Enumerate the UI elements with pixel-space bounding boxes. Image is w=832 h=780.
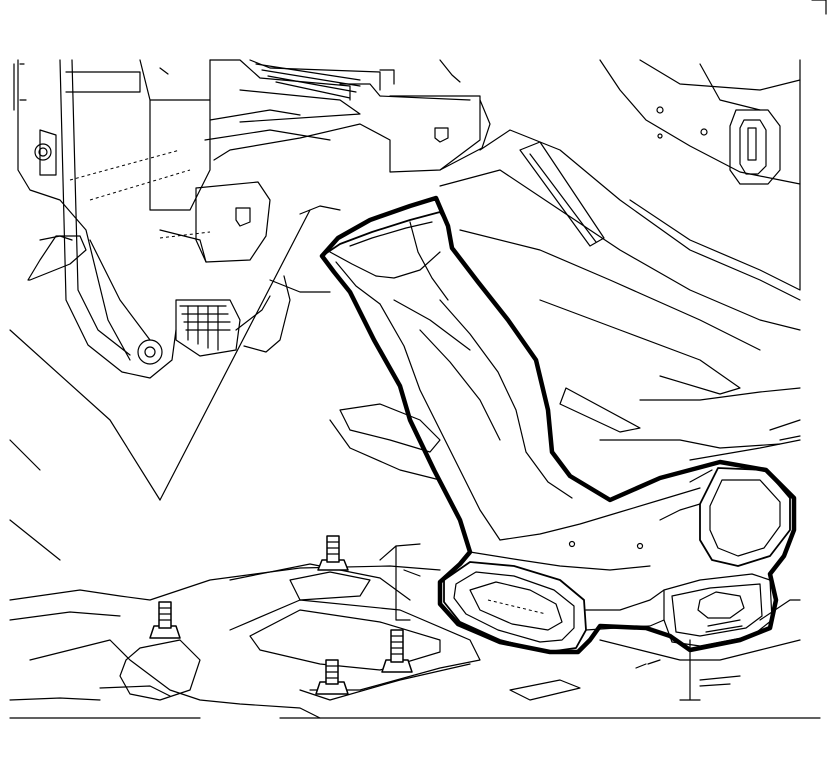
floor-contour-left	[9, 329, 161, 501]
leader-line-upper	[159, 209, 311, 501]
stud-bolt-4	[381, 629, 413, 673]
frame-corner-mark	[811, 0, 827, 15]
detail-marks	[635, 659, 661, 669]
floor-plate	[9, 403, 821, 719]
stud-bolt-2	[149, 601, 181, 639]
instrument-panel-structure	[13, 59, 491, 379]
stud-bolt-3	[315, 659, 349, 695]
stud-bolt-1	[317, 535, 349, 571]
floor-air-duct	[319, 195, 797, 655]
right-console-structure	[439, 59, 801, 449]
